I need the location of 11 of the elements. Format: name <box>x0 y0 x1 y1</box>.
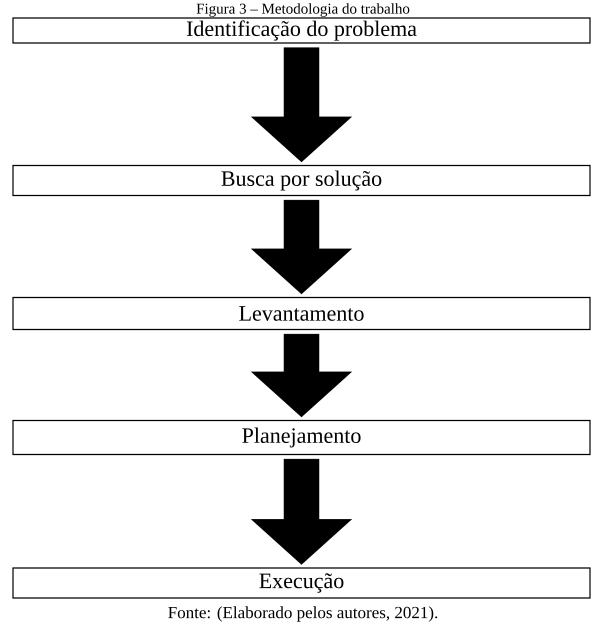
process-box: Planejamento <box>12 420 591 456</box>
block-arrow <box>251 200 352 294</box>
process-box: Identificação do problema <box>12 17 591 44</box>
process-box: Execução <box>12 567 591 599</box>
process-box: Busca por solução <box>12 164 591 196</box>
block-arrow <box>251 47 352 162</box>
figure-caption: Fonte: (Elaborado pelos autores, 2021). <box>168 606 438 622</box>
figure-title: Figura 3 – Metodologia do trabalho <box>196 3 410 17</box>
block-arrow <box>251 458 352 565</box>
process-box: Levantamento <box>12 296 591 330</box>
block-arrow <box>251 334 352 418</box>
